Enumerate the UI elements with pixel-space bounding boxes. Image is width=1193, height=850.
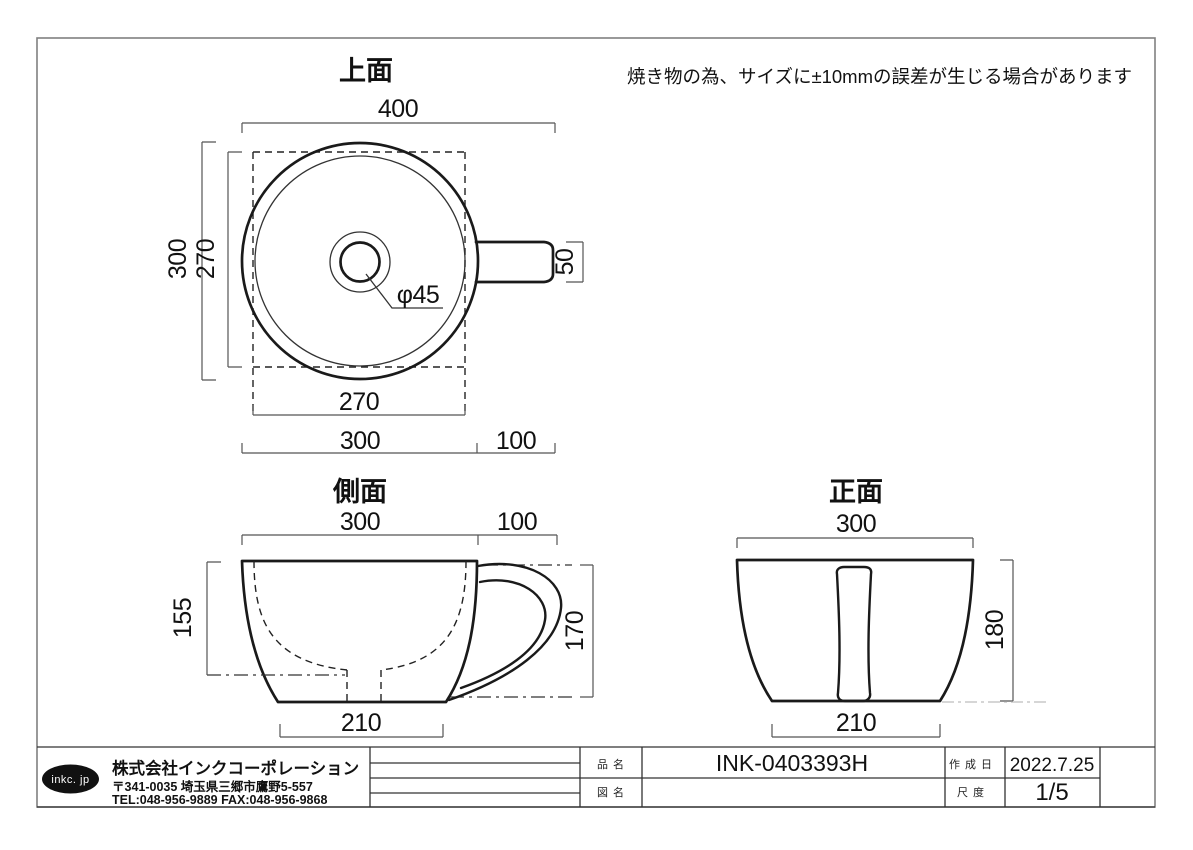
top-view-dim-270-left-line: [227, 151, 242, 368]
top-view-drain-recess-circle: [329, 231, 391, 293]
tolerance-note: 焼き物の為、サイズに±10mmの誤差が生じる場合があります: [627, 66, 1132, 87]
side-view-dim-300-100-line: [241, 534, 558, 545]
front-view-cup-outline: [735, 558, 975, 703]
top-view-dim-270-bottom: 270: [339, 388, 379, 416]
top-view-drain-hole-circle: [339, 241, 381, 283]
scale-value: 1/5: [1035, 779, 1068, 806]
company-logo: [42, 764, 99, 794]
side-view-handle-outer-curve: [447, 562, 563, 702]
created-date-value: 2022.7.25: [1010, 755, 1095, 776]
side-view-cup-outline: [240, 559, 479, 704]
side-view-dim-155-line: [206, 561, 221, 676]
top-view: 上面 400 300 270 50: [164, 56, 584, 455]
top-view-drain-leader-line: [365, 273, 443, 309]
top-view-inner-rim-circle: [254, 155, 466, 367]
created-date-label: 作 成 日: [949, 758, 993, 771]
title-block-row-lines: [370, 762, 1100, 794]
top-view-handle-outline: [474, 240, 555, 284]
top-view-dim-400-line: [241, 122, 556, 133]
front-view-handle-outline: [835, 565, 873, 703]
drawing-name-label: 図 名: [597, 785, 625, 799]
side-view-dim-170-line: [580, 564, 594, 698]
side-view-drain-hidden-lines: [346, 670, 382, 702]
side-view: 側面 300 100 155 170: [169, 477, 594, 738]
company-name: 株式会社インクコーポレーション: [112, 758, 359, 778]
side-view-dim-210-line: [279, 724, 444, 738]
side-view-inner-wall-left: [253, 560, 348, 671]
side-view-dim-300: 300: [340, 508, 380, 536]
top-view-dim-300-left: 300: [164, 239, 192, 279]
top-view-dim-300-bottom: 300: [340, 427, 380, 455]
side-view-dim-170: 170: [561, 611, 589, 651]
top-view-dim-300-100-line: [241, 443, 556, 454]
title-block-column-lines: [369, 747, 1101, 807]
top-view-dim-300-left-line: [201, 141, 216, 381]
company-tel-fax: TEL:048-956-9889 FAX:048-956-9868: [112, 793, 327, 807]
scale-label: 尺 度: [957, 785, 985, 799]
item-name-value: INK-0403393H: [716, 750, 868, 776]
title-block: inkc. jp 株式会社インクコーポレーション 〒341-0035 埼玉県三郷…: [37, 746, 1155, 808]
front-view-dim-300: 300: [836, 510, 876, 538]
top-view-outer-rim-circle: [240, 141, 480, 381]
top-view-dim-400: 400: [378, 95, 418, 123]
top-view-dim-50-line: [566, 241, 584, 283]
front-view-dim-210: 210: [836, 709, 876, 737]
side-view-title: 側面: [332, 477, 387, 507]
item-name-label: 品 名: [597, 757, 625, 771]
top-view-title: 上面: [339, 56, 393, 86]
top-view-dim-drain: φ45: [397, 281, 440, 309]
side-view-dim-100: 100: [497, 508, 537, 536]
front-view-dim-180-line: [1000, 559, 1014, 702]
front-view-title: 正面: [829, 477, 883, 507]
front-view-dim-180: 180: [981, 610, 1009, 650]
side-view-dim-155: 155: [169, 598, 197, 638]
top-view-dim-270-left: 270: [192, 239, 220, 279]
company-address: 〒341-0035 埼玉県三郷市鷹野5-557: [112, 779, 313, 794]
front-view: 正面 300 180 210: [735, 477, 1048, 738]
page-border: [36, 37, 1156, 808]
side-view-dim-210: 210: [341, 709, 381, 737]
company-logo-text: inkc. jp: [51, 774, 89, 786]
side-view-handle-inner-curve: [459, 579, 547, 690]
front-view-dim-210-line: [771, 724, 941, 738]
top-view-dim-50: 50: [551, 249, 579, 276]
top-view-dim-100-bottom: 100: [496, 427, 536, 455]
top-view-dim-270-bottom-line: [252, 405, 466, 416]
front-view-dim-300-line: [736, 537, 974, 548]
side-view-inner-wall-right: [380, 560, 467, 671]
